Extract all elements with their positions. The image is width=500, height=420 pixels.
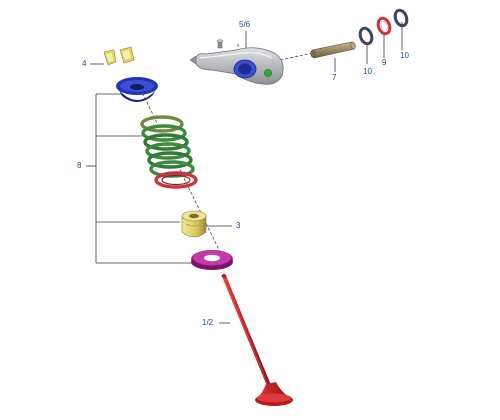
- valve-keepers: [103, 46, 135, 66]
- valve-spring: [140, 115, 198, 189]
- label-7: 7: [332, 73, 337, 82]
- label-4: 4: [82, 59, 87, 68]
- washer-9: [376, 16, 392, 36]
- rocker-arm: [189, 39, 284, 85]
- label-8: 8: [77, 161, 82, 170]
- washer-10-left: [358, 26, 374, 46]
- valve: [221, 274, 293, 406]
- washer-10-right: [393, 8, 409, 28]
- label-5-6: 5/6: [239, 20, 251, 29]
- label-10-left: 10: [363, 67, 372, 76]
- valve-stem-seal: [181, 210, 207, 238]
- label-3: 3: [236, 221, 241, 230]
- label-9: 9: [382, 58, 387, 67]
- label-1-2: 1/2: [202, 318, 214, 327]
- spring-seat: [191, 250, 233, 270]
- spring-retainer: [116, 77, 158, 102]
- rocker-shaft: [310, 41, 356, 59]
- label-10-right: 10: [400, 51, 409, 60]
